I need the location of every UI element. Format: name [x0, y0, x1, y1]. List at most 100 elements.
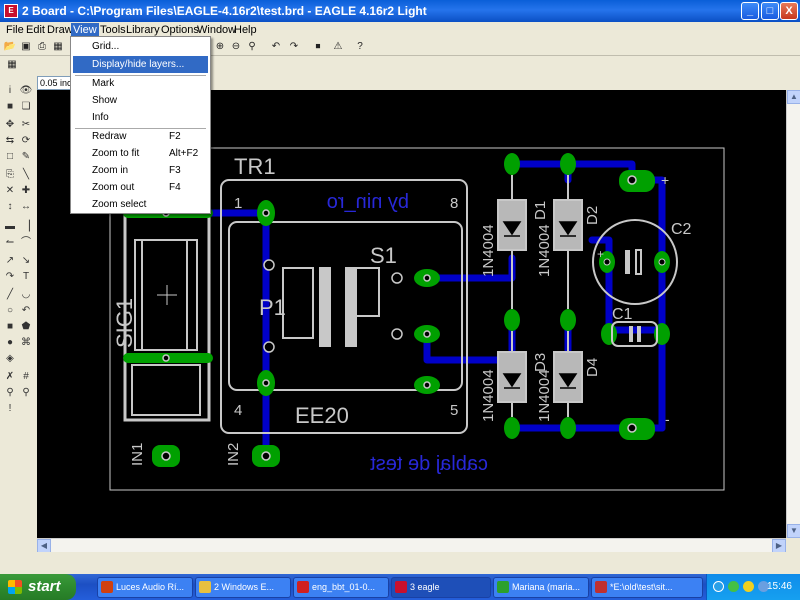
save-icon[interactable]: ▣ [21, 41, 31, 52]
menu-window[interactable]: Window [197, 24, 237, 36]
scroll-down-arrow-icon[interactable]: ▼ [787, 524, 800, 538]
menu-view[interactable]: View [71, 23, 99, 37]
taskbar-item-luces-audio[interactable]: Luces Audio Rí... [97, 577, 193, 598]
mirror-icon[interactable]: ⇆ [5, 135, 15, 146]
text-icon[interactable]: T [22, 271, 30, 282]
smash-icon[interactable]: ▬ [5, 221, 15, 232]
label-c1: C1 [612, 306, 633, 323]
show-icon[interactable]: 👁 [19, 85, 33, 96]
warning-icon[interactable]: ! [8, 403, 12, 414]
group-icon[interactable]: □ [6, 151, 14, 162]
menu-edit[interactable]: Edit [26, 24, 45, 36]
smiley-icon[interactable] [743, 581, 754, 592]
arc-icon[interactable]: ◡ [21, 289, 31, 300]
line-icon[interactable]: ╱ [6, 289, 14, 300]
menu-help[interactable]: Help [234, 24, 257, 36]
menu-library[interactable]: Library [126, 24, 160, 36]
drc-icon[interactable]: ⚲ [22, 387, 30, 398]
maximize-button[interactable]: □ [761, 2, 779, 20]
polygon-icon[interactable]: ⬟ [21, 321, 31, 332]
scroll-left-arrow-icon[interactable]: ◀ [37, 539, 51, 553]
taskbar-item-windows-explorer[interactable]: 2 Windows E... [195, 577, 291, 598]
errors-icon[interactable]: ⚲ [6, 387, 14, 398]
scroll-right-arrow-icon[interactable]: ▶ [772, 539, 786, 553]
pcb-drawing[interactable]: TR1 EE20 1 8 4 5 S1 P1 SIG1 IN1 IN2 1N40… [37, 90, 786, 538]
name-icon[interactable]: ↕ [7, 201, 13, 212]
network-icon[interactable] [713, 581, 724, 592]
menu-item-grid[interactable]: Grid... [73, 38, 208, 55]
menu-draw[interactable]: Draw [47, 24, 73, 36]
move-icon[interactable]: ✥ [5, 119, 15, 130]
board-canvas[interactable]: TR1 EE20 1 8 4 5 S1 P1 SIG1 IN1 IN2 1N40… [37, 90, 786, 538]
menu-item-display-hide-layers[interactable]: Display/hide layers... [73, 56, 208, 73]
help-icon[interactable]: ? [357, 41, 363, 52]
taskbar-item-messenger[interactable]: Mariana (maria... [493, 577, 589, 598]
paste-icon[interactable]: ⎘ [6, 169, 14, 180]
signal-icon[interactable]: ↷ [5, 271, 15, 282]
eagle-icon [395, 581, 407, 593]
close-button[interactable]: X [780, 2, 798, 20]
change-icon[interactable]: ✎ [21, 151, 31, 162]
horizontal-scrollbar[interactable]: ◀ ▶ [37, 538, 786, 553]
ripup-icon[interactable]: ↘ [21, 255, 31, 266]
messenger-tray-icon[interactable] [728, 581, 739, 592]
via-icon[interactable]: ● [6, 337, 14, 348]
mark-icon[interactable]: ❏ [21, 101, 31, 112]
taskbar-item-text-editor[interactable]: *E:\old\test\sit... [591, 577, 703, 598]
menu-tools[interactable]: Tools [100, 24, 126, 36]
copy-icon[interactable]: ✂ [21, 119, 31, 130]
display-icon[interactable]: ■ [6, 101, 14, 112]
open-folder-icon[interactable]: 📂 [3, 41, 17, 52]
volume-icon[interactable] [758, 581, 769, 592]
ratsnest-icon[interactable]: ✗ [5, 371, 15, 382]
delete-icon[interactable]: ✕ [5, 185, 15, 196]
zoom-select-icon[interactable]: ⚲ [248, 41, 256, 52]
cam-icon[interactable]: ▦ [53, 41, 63, 52]
go-icon[interactable]: ⚠ [333, 41, 343, 52]
label-tr1: TR1 [234, 154, 276, 179]
menu-item-show[interactable]: Show [73, 92, 208, 109]
label-s1: S1 [370, 243, 397, 268]
split-icon[interactable]: ▕ [22, 221, 30, 232]
taskbar-item-eagle[interactable]: 3 eagle [391, 577, 491, 598]
stop-icon[interactable]: ⏹ [315, 41, 321, 52]
minimize-button[interactable]: _ [741, 2, 759, 20]
add-icon[interactable]: ✚ [21, 185, 31, 196]
hole-icon[interactable]: ⌘ [21, 337, 31, 348]
value-icon[interactable]: ↔ [21, 201, 31, 212]
start-button[interactable]: start [0, 574, 76, 600]
scroll-up-arrow-icon[interactable]: ▲ [787, 90, 800, 104]
label-d4: D4 [584, 358, 601, 377]
miter-icon[interactable]: ↼ [5, 237, 15, 248]
grid-icon[interactable]: ▦ [7, 59, 17, 70]
windows-taskbar: start Luces Audio Rí... 2 Windows E... e… [0, 574, 800, 600]
wire-icon[interactable]: ╲ [22, 169, 30, 180]
menu-file[interactable]: File [6, 24, 24, 36]
info-icon[interactable]: i [8, 85, 12, 96]
rotate-icon[interactable]: ⟳ [21, 135, 31, 146]
autorouter-icon[interactable]: # [23, 371, 29, 382]
menu-item-zoom-select[interactable]: Zoom select [73, 196, 208, 213]
menu-options[interactable]: Options [161, 24, 199, 36]
rect-icon[interactable]: ■ [6, 321, 14, 332]
c2-capacitor [592, 219, 678, 305]
attribute-icon[interactable]: ◈ [6, 353, 14, 364]
menu-item-info[interactable]: Info [73, 109, 208, 126]
route-icon[interactable]: ↗ [5, 255, 15, 266]
menu-item-label: Zoom to fit [92, 148, 140, 159]
undo-icon[interactable]: ↶ [271, 41, 281, 52]
optimize-icon[interactable]: ⌒ [21, 237, 31, 248]
vertical-scrollbar[interactable]: ▲ ▼ [786, 90, 800, 538]
taskbar-item-pdf[interactable]: eng_bbt_01-0... [293, 577, 389, 598]
curve-icon[interactable]: ↶ [21, 305, 31, 316]
print-icon[interactable]: ⎙ [38, 41, 46, 52]
zoom-out-icon[interactable]: ⊖ [231, 41, 241, 52]
circle-icon[interactable]: ○ [6, 305, 14, 316]
redo-icon[interactable]: ↷ [289, 41, 299, 52]
zoom-in-icon[interactable]: ⊕ [215, 41, 225, 52]
menu-item-mark[interactable]: Mark [73, 75, 208, 92]
